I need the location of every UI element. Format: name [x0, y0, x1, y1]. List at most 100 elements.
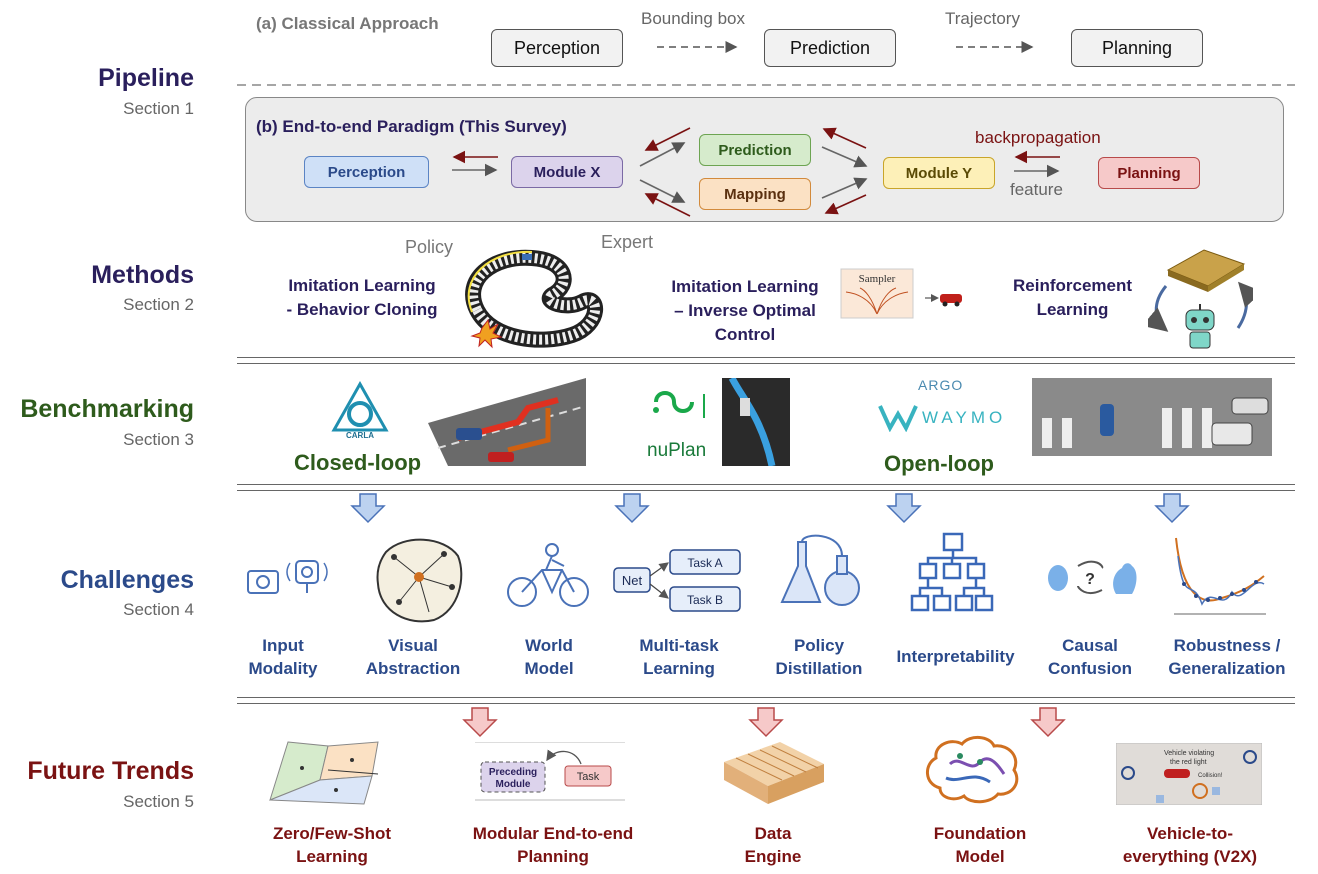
behavior-cloning-track-image [465, 249, 603, 349]
foundation-model-brain-icon [926, 736, 1019, 804]
nuplan-road-image [722, 378, 790, 466]
maze-icon [1166, 249, 1246, 287]
robot-icon [1185, 304, 1215, 349]
visual-abstraction-image [376, 538, 463, 623]
aerial-car-icon [1100, 404, 1114, 436]
red-down-arrow-1 [462, 707, 498, 738]
module-y-box: Module Y [883, 157, 995, 189]
closed-loop-label: Closed-loop [294, 450, 422, 475]
camera-icon [247, 570, 279, 594]
e2e-prediction-box: Prediction [699, 134, 811, 166]
world-model-image [507, 543, 589, 607]
preceding-line1: Preceding [489, 767, 537, 778]
e2e-label: (b) End-to-end Paradigm (This Survey) [256, 117, 567, 136]
egg-icon [1048, 565, 1068, 591]
track-inner [468, 252, 600, 345]
svg-text:?: ? [1085, 571, 1095, 588]
task-label: Task [577, 771, 600, 783]
methods-divider [237, 357, 1295, 364]
classical-approach-label: (a) Classical Approach [256, 14, 439, 33]
backpropagation-label: backpropagation [975, 128, 1101, 147]
red-down-arrow-2 [748, 707, 784, 738]
crash-icon [470, 318, 503, 349]
e2e-arrows [452, 127, 1060, 217]
pipeline-title: Pipeline [98, 64, 194, 92]
expert-label: Expert [601, 232, 654, 252]
classical-arrows [237, 41, 1295, 86]
track-edge [467, 250, 533, 313]
data-engine-image [724, 742, 824, 804]
challenges-section: Section 4 [123, 600, 194, 619]
arrow-mapping-to-y [821, 177, 868, 199]
sampler-image: Sampler [840, 268, 962, 319]
closed-loop-road-image [428, 378, 586, 466]
input-modality-icon [247, 560, 328, 594]
e2e-planning-box: Planning [1098, 157, 1200, 189]
challenge-interpretability: Interpretability [896, 647, 1015, 666]
challenge-robustness-generalization: Robustness /Generalization [1168, 636, 1286, 678]
arrow-mapping-to-x [644, 193, 691, 217]
collision-label: Collision! [1198, 773, 1223, 779]
feature-label: feature [1010, 180, 1063, 199]
arrow-prediction-to-x [644, 127, 691, 151]
down-arrow-3 [886, 493, 922, 524]
future-v2x: Vehicle-to-everything (V2X) [1122, 824, 1258, 866]
module-x-box: Module X [511, 156, 623, 188]
future-trends-section: Section 5 [123, 792, 194, 811]
sampler-text: Sampler [859, 273, 896, 285]
v2x-image: Vehicle violating the red light Collisio… [1116, 743, 1262, 805]
sampler-car-icon [940, 294, 962, 303]
open-loop-aerial-image [1032, 378, 1272, 456]
classical-planning-box: Planning [1071, 29, 1203, 67]
argo-logo: ARGO [918, 377, 964, 393]
pipeline-section: Section 1 [123, 99, 194, 118]
future-down-arrows [462, 707, 1066, 738]
arrow-prediction-to-y [821, 146, 868, 168]
method-bc-label: Imitation Learning- Behavior Cloning [286, 276, 438, 319]
waymo-logo-icon [878, 405, 918, 432]
challenge-down-arrows [350, 493, 1190, 524]
bounding-box-label: Bounding box [641, 9, 745, 28]
carla-logo: CARLA [331, 380, 389, 440]
v2x-caption-line2: the red light [1170, 759, 1207, 766]
methods-title: Methods [91, 261, 194, 289]
arrow-x-to-prediction [639, 142, 686, 167]
challenges-title: Challenges [60, 566, 194, 594]
task-a-label: Task A [687, 556, 722, 570]
challenges-divider [237, 697, 1295, 704]
benchmarking-divider [237, 484, 1295, 491]
red-car-icon [488, 452, 514, 462]
e2e-perception-box: Perception [304, 156, 429, 188]
down-arrow-2 [614, 493, 650, 524]
causal-confusion-icon: ? [1048, 560, 1137, 595]
car-icon [522, 254, 532, 260]
interpretability-icon [910, 532, 994, 612]
arrow-x-to-mapping [639, 179, 686, 203]
mapping-box: Mapping [699, 178, 811, 210]
benchmarking-title: Benchmarking [20, 395, 194, 423]
classical-prediction-box: Prediction [764, 29, 896, 67]
trajectory-label: Trajectory [945, 9, 1020, 28]
preceding-line2: Module [496, 779, 531, 790]
future-trends-title: Future Trends [27, 757, 194, 785]
open-loop-label: Open-loop [884, 451, 994, 476]
down-arrow-4 [1154, 493, 1190, 524]
multi-task-diagram: Net Task A Task B [613, 549, 741, 612]
benchmarking-section: Section 3 [123, 430, 194, 449]
arrow-y-to-prediction [822, 127, 867, 149]
red-down-arrow-3 [1030, 707, 1066, 738]
policy-label: Policy [405, 237, 454, 257]
net-label: Net [622, 573, 643, 588]
blue-car-icon [456, 428, 482, 440]
modular-e2e-diagram: Preceding Module Task [475, 742, 625, 801]
